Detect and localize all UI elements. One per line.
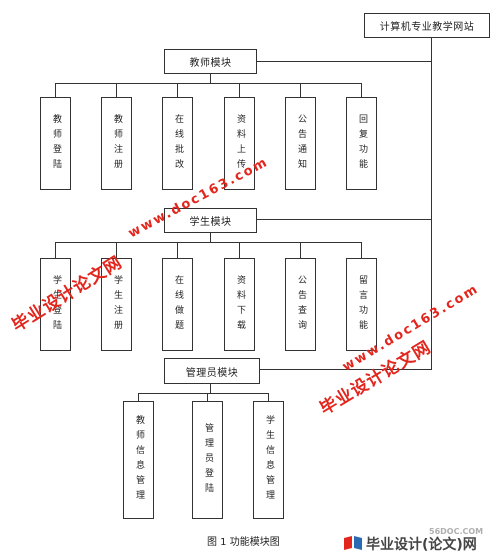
connector-line <box>177 83 178 97</box>
teacher-login-node: 教师登陆 <box>40 97 71 190</box>
connector-line <box>55 83 362 84</box>
connector-line <box>259 369 432 370</box>
student-module-node: 学生模块 <box>164 208 257 233</box>
connector-line <box>138 393 269 394</box>
connector-line <box>207 393 208 401</box>
connector-line <box>256 219 432 220</box>
connector-line <box>256 61 432 62</box>
connector-line <box>268 393 269 401</box>
teacher-register-node: 教师注册 <box>101 97 132 190</box>
connector-line <box>300 242 301 258</box>
online-grading-node: 在线批改 <box>162 97 193 190</box>
connector-line <box>431 37 432 369</box>
connector-line <box>361 83 362 97</box>
online-exercise-node: 在线做题 <box>162 258 193 351</box>
root-node: 计算机专业教学网站 <box>364 13 490 38</box>
material-upload-node: 资料上传 <box>224 97 255 190</box>
connector-line <box>210 232 211 242</box>
student-register-node: 学生注册 <box>101 258 132 351</box>
connector-line <box>300 83 301 97</box>
connector-line <box>177 242 178 258</box>
figure-caption: 图 1 功能模块图 <box>207 537 280 548</box>
admin-module-node: 管理员模块 <box>164 358 260 384</box>
message-function-node: 留言功能 <box>346 258 377 351</box>
student-login-node: 学生登陆 <box>40 258 71 351</box>
connector-line <box>239 242 240 258</box>
notice-publish-node: 公告通知 <box>285 97 316 190</box>
connector-line <box>55 242 56 258</box>
material-download-node: 资料下载 <box>224 258 255 351</box>
connector-line <box>116 242 117 258</box>
notice-query-node: 公告查询 <box>285 258 316 351</box>
brand-logo-icon <box>344 536 362 550</box>
connector-line <box>361 242 362 258</box>
connector-line <box>116 83 117 97</box>
student-info-management-node: 学生信息管理 <box>253 401 284 519</box>
connector-line <box>55 83 56 97</box>
connector-line <box>210 73 211 83</box>
teacher-module-node: 教师模块 <box>164 49 257 74</box>
connector-line <box>55 242 362 243</box>
admin-login-node: 管理员登陆 <box>192 401 223 519</box>
footer-site-small: 56DOC.COM <box>429 527 484 536</box>
footer-brand: 毕业设计(论文)网 <box>366 537 477 553</box>
connector-line <box>138 393 139 401</box>
teacher-info-management-node: 教师信息管理 <box>123 401 154 519</box>
connector-line <box>210 383 211 393</box>
connector-line <box>239 83 240 97</box>
reply-function-node: 回复功能 <box>346 97 377 190</box>
